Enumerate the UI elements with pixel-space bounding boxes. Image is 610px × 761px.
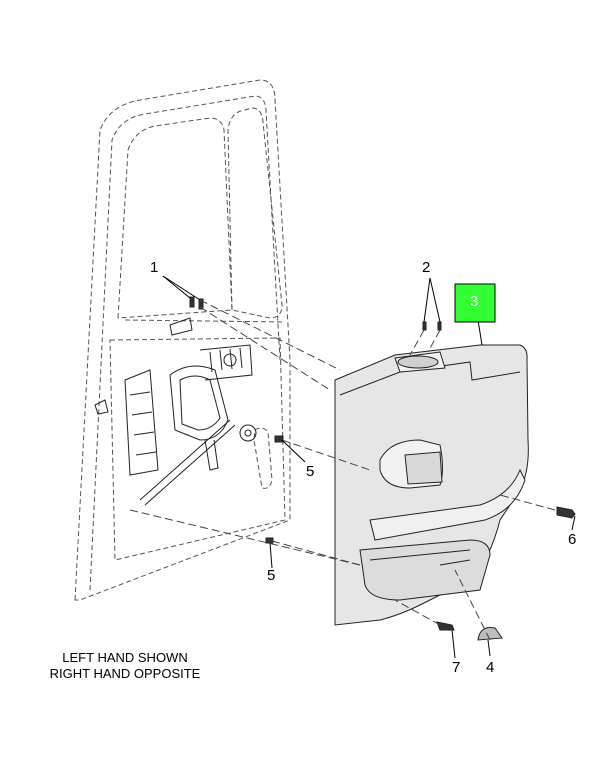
- callout-2: 2: [422, 259, 430, 276]
- callout-6: 6: [568, 531, 576, 548]
- alignment-lines: [129, 299, 556, 641]
- trim-panel: [334, 344, 529, 626]
- note-line-1: LEFT HAND SHOWN: [62, 650, 188, 665]
- callout-5-lower: 5: [267, 567, 275, 584]
- callout-4: 4: [486, 659, 494, 676]
- orientation-note: LEFT HAND SHOWN RIGHT HAND OPPOSITE: [30, 650, 220, 682]
- callout-7: 7: [452, 659, 460, 676]
- callout-3-highlight[interactable]: 3: [454, 283, 496, 323]
- callout-3: 3: [470, 293, 478, 310]
- callout-1: 1: [150, 259, 158, 276]
- leader-lines: [162, 275, 576, 659]
- note-line-2: RIGHT HAND OPPOSITE: [49, 666, 201, 681]
- callout-5-upper: 5: [306, 463, 314, 480]
- window-regulator: [94, 317, 257, 506]
- highlight-box: [454, 283, 496, 323]
- fasteners: [189, 296, 576, 641]
- door-frame: [74, 79, 291, 601]
